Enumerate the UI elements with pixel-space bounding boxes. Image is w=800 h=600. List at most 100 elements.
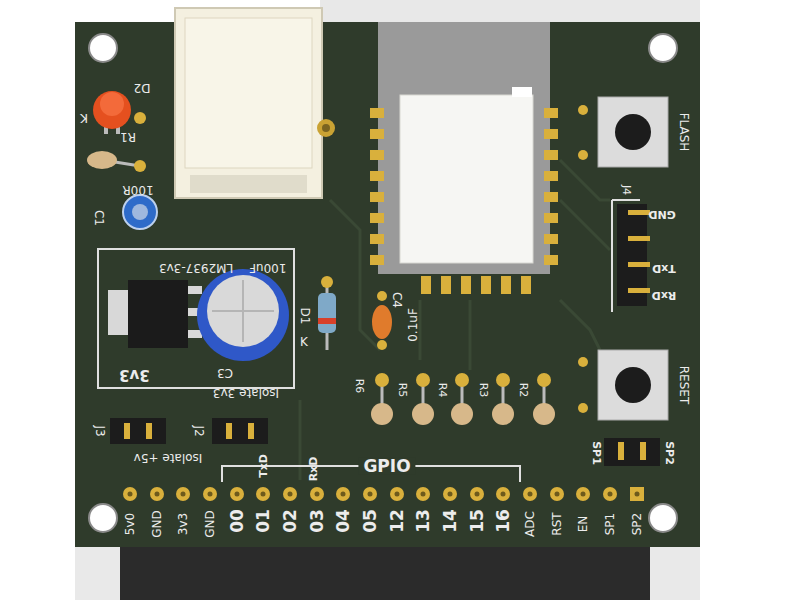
header-pin [155,492,160,497]
header-pin [555,492,560,497]
pin-header [618,442,624,460]
castellated-pad [441,276,451,294]
silkscreen-label: 16 [495,509,512,533]
usb-connector [175,8,322,198]
silkscreen-label: R3 [478,383,489,398]
pcb-board [75,22,700,547]
silkscreen-label: 01 [255,509,272,533]
header-pin [181,492,186,497]
silkscreen-label: RST [551,512,563,535]
silkscreen-label: R5 [397,383,408,398]
silkscreen-label: 13 [415,509,432,533]
silkscreen-label: C1 [93,210,105,226]
led-symbol [93,91,131,129]
silkscreen-label: GND [204,510,216,538]
pin-header [628,236,650,241]
silkscreen-label: J3 [94,425,106,436]
regulator-symbol [108,280,202,348]
resistor-symbol [412,403,434,425]
enclosure [75,0,700,600]
push-button [615,367,651,403]
pin-header [628,262,650,267]
castellated-pad [421,276,431,294]
silkscreen-label: 04 [335,509,352,533]
silkscreen-label: RESET [678,366,690,404]
silkscreen-label: 5v0 [124,513,136,535]
push-button [598,350,668,420]
silkscreen-label: Isolate +5v [134,452,203,464]
silkscreen-label: K [300,336,308,348]
silkscreen-label: D2 [134,82,151,94]
pin-header [110,418,166,444]
header-pin [443,487,457,501]
header-pin [150,487,164,501]
header-pin [368,492,373,497]
component-label: LM2937-3v3 [159,262,233,274]
header-pin [603,487,617,501]
header-pin [448,492,453,497]
diode-symbol [318,276,336,350]
castellated-pad [544,129,558,139]
silkscreen-label: EN [577,516,589,533]
pin-header [640,442,646,460]
resistor-symbol [537,373,551,387]
silkscreen-label: SP2 [631,513,643,536]
silkscreen-label: TxD [652,263,676,274]
resistor-symbol [451,403,473,425]
usb-connector [322,124,330,132]
silkscreen-label: R6 [354,379,365,394]
silkscreen-label: R4 [437,383,448,398]
push-button [598,97,668,167]
header-pin [341,492,346,497]
silkscreen-label: 00 [229,509,246,533]
header-pin [230,487,244,501]
header-pin [336,487,350,501]
capacitor-symbol [197,269,289,361]
silkscreen-box: LM2937-3v3100uF3v3C3 [97,248,295,389]
header-pin [421,492,426,497]
header-pin [635,492,640,497]
resistor-symbol [496,373,510,387]
silkscreen-label: 12 [389,509,406,533]
mounting-hole [649,34,677,62]
diode-symbol [318,318,336,324]
silkscreen-label: C4 [391,292,403,308]
push-button [578,105,588,115]
header-pin [203,487,217,501]
header-pin [475,492,480,497]
regulator-symbol [108,290,128,335]
castellated-pad [370,171,384,181]
silkscreen-label: 0.1uF [407,308,419,342]
castellated-pad [370,234,384,244]
enclosure [75,545,700,600]
pin-header [628,210,650,293]
regulator-symbol [188,330,202,338]
diode-symbol [321,276,333,288]
header-pin [395,492,400,497]
header-pin [283,487,297,501]
pin-header [604,438,660,466]
resistor-symbol [134,160,146,172]
regulator-symbol [128,280,188,348]
header-pin [123,487,644,501]
resistor-symbol [375,373,389,387]
castellated-pad [544,108,558,118]
pin-header [628,288,650,293]
silkscreen-label: SP2 [664,441,675,465]
silkscreen-label: 3v3 [177,513,189,535]
header-pin [523,487,537,501]
castellated-pad [544,234,558,244]
castellated-pad [544,255,558,265]
resistor-symbol [371,403,393,425]
capacitor-symbol [377,340,387,350]
silkscreen-label: TxD [258,454,269,478]
header-pin [576,487,590,501]
pin-header [248,423,254,439]
capacitor-symbol [132,204,148,220]
castellated-pad [461,276,471,294]
pin-header [226,423,232,439]
pin-header [628,210,650,215]
castellated-pad [370,255,384,265]
esp-module [400,95,533,263]
header-pin [235,492,240,497]
